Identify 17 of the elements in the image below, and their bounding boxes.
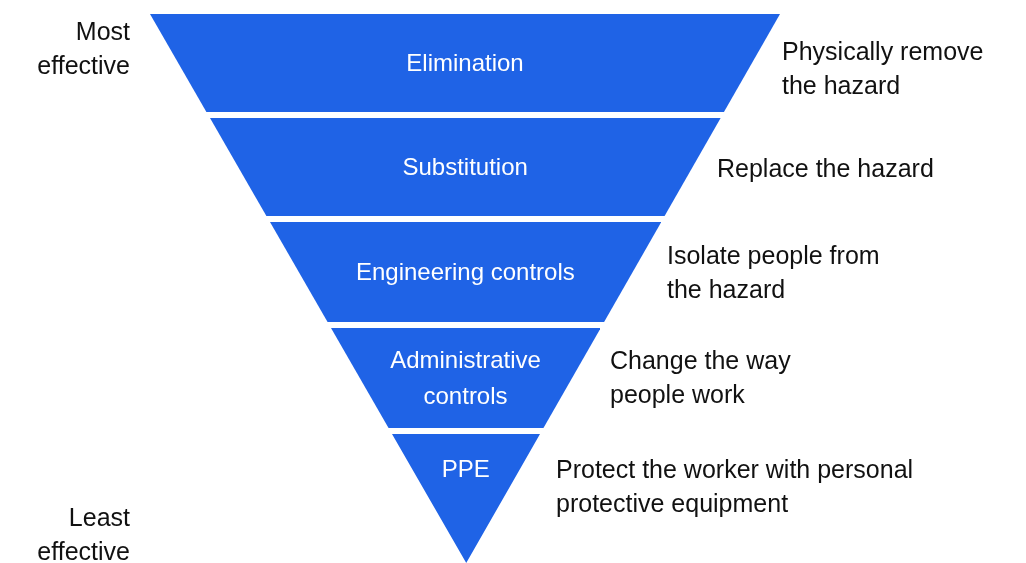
pyramid-band [209, 118, 721, 216]
band-label: Substitution [401, 152, 529, 182]
pyramid-band [269, 222, 661, 322]
description-text: Protect the worker with personal protective equipment [556, 454, 915, 519]
axis-label: Most effective [36, 16, 130, 81]
band-label: Elimination [405, 48, 525, 78]
pyramid-band [330, 328, 601, 428]
band-label: PPE [440, 454, 491, 484]
description-text: Change the way people work [610, 345, 792, 410]
axis-label: Least effective [36, 502, 130, 563]
pyramid-band [150, 14, 780, 112]
pyramid-band [391, 434, 540, 563]
band-label: Engineering controls [354, 257, 576, 287]
description-text: Isolate people from the hazard [667, 240, 881, 305]
description-text: Physically remove the hazard [782, 36, 985, 101]
band-label: Administrative controls [389, 345, 542, 411]
description-text: Replace the hazard [717, 153, 935, 184]
